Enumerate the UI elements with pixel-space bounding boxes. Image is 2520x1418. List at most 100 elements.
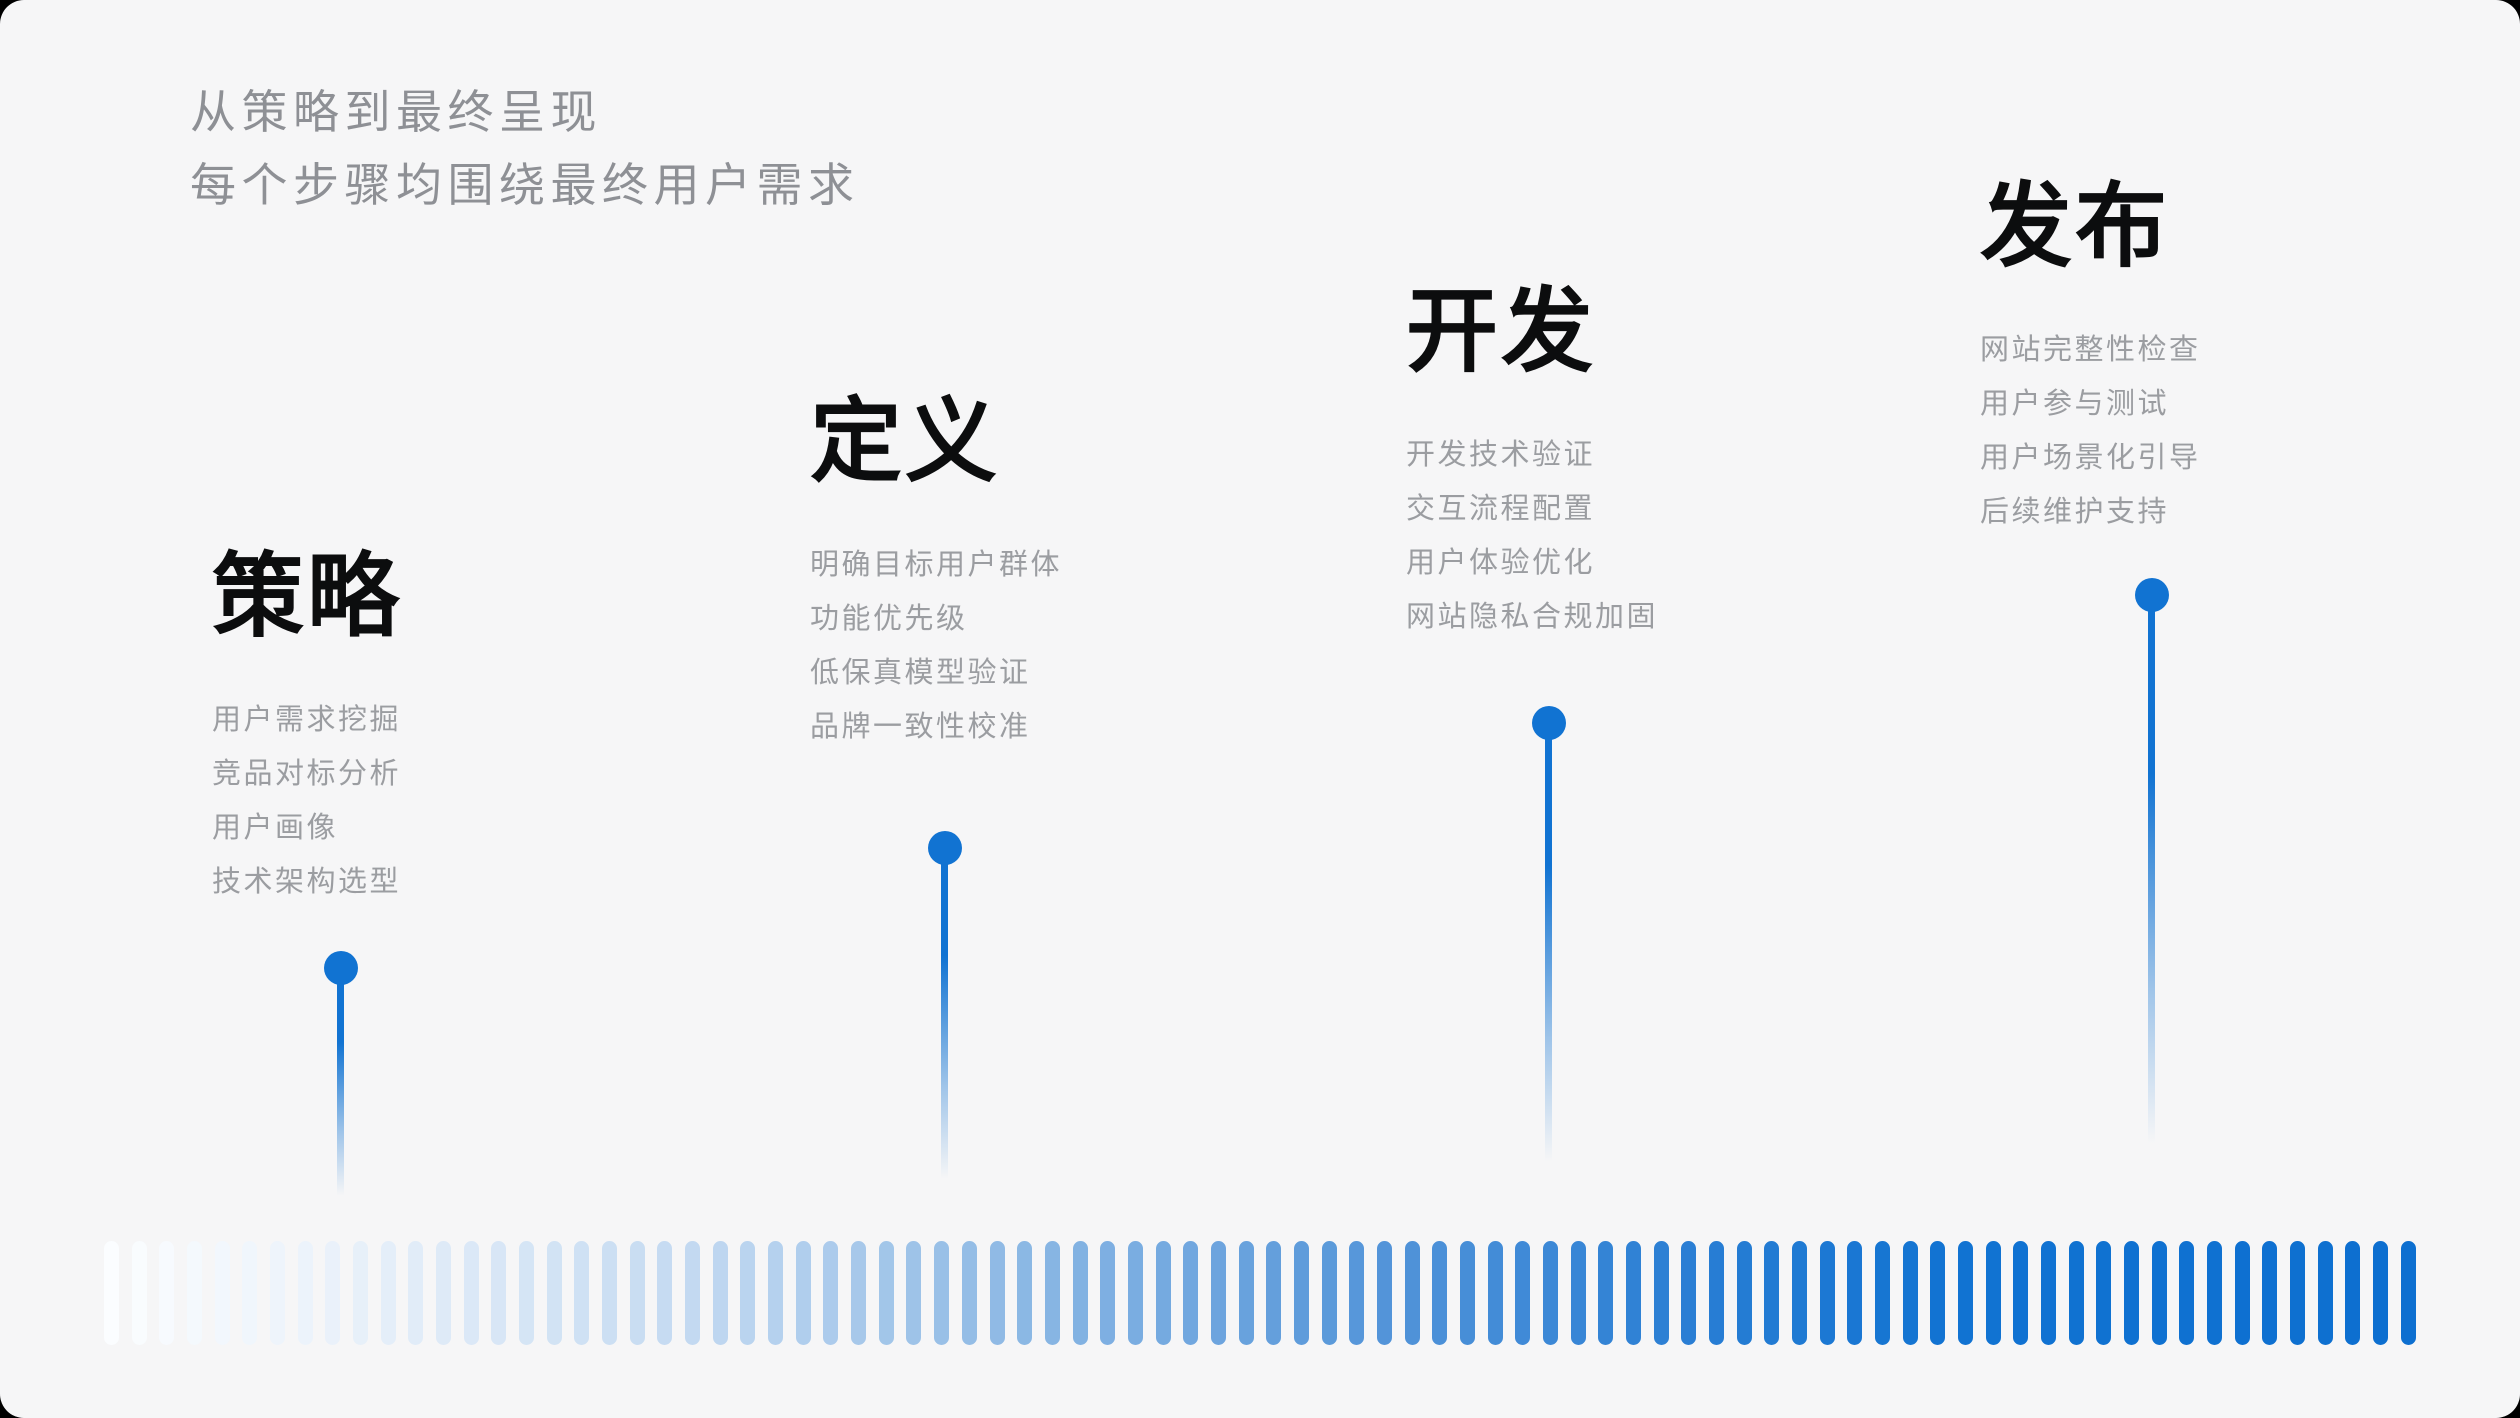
timeline-bar [1127,1241,1143,1345]
timeline-bar [1515,1241,1531,1345]
timeline-bar [2317,1241,2333,1345]
timeline-bar [1266,1241,1282,1345]
timeline-bar [463,1241,479,1345]
timeline-bar [989,1241,1005,1345]
timeline-bar [519,1241,535,1345]
timeline-bar [2234,1241,2250,1345]
timeline-bar [297,1241,313,1345]
timeline-bar [1349,1241,1365,1345]
stage-item: 品牌一致性校准 [810,711,1031,743]
timeline-bar [104,1241,119,1345]
timeline-bars [104,1241,2417,1345]
timeline-bar [242,1241,258,1345]
milestone-stem [941,848,948,1233]
timeline-bar [2151,1241,2167,1345]
timeline-bar [1100,1241,1116,1345]
stage-item: 用户场景化引导 [1980,442,2201,474]
milestone-dot-icon [1532,706,1566,740]
timeline-bar [491,1241,507,1345]
timeline-bar [2373,1241,2389,1345]
timeline-bar [1902,1241,1918,1345]
timeline-bar [2207,1241,2223,1345]
timeline-bar [1625,1241,1641,1345]
stage-item: 网站隐私合规加固 [1406,601,1659,633]
timeline-bar [1238,1241,1254,1345]
stage-item: 竞品对标分析 [212,758,402,790]
stage-item: 用户体验优化 [1406,547,1596,579]
timeline-bar [2068,1241,2084,1345]
milestone-stem [337,968,344,1233]
timeline-bar [2013,1241,2029,1345]
intro-line-2: 每个步骤均围绕最终用户需求 [190,159,860,211]
timeline-bar [1736,1241,1752,1345]
timeline-bar [685,1241,701,1345]
milestone-stem [2148,595,2155,1233]
timeline-bar [1570,1241,1586,1345]
milestone-dot-icon [324,951,358,985]
intro-block: 从策略到最终呈现 每个步骤均围绕最终用户需求 [190,76,860,222]
timeline-bar [712,1241,728,1345]
stage-item: 用户需求挖掘 [212,704,402,736]
timeline-bar [740,1241,756,1345]
timeline-bar [2345,1241,2361,1345]
timeline-bar [1791,1241,1807,1345]
stage-item: 交互流程配置 [1406,493,1596,525]
stage-item: 网站完整性检查 [1980,334,2201,366]
stage-item: 低保真模型验证 [810,657,1031,689]
timeline-bar [1653,1241,1669,1345]
timeline-bar [795,1241,811,1345]
timeline-bar [2400,1241,2416,1345]
timeline-bar [574,1241,590,1345]
timeline-bar [1930,1241,1946,1345]
timeline-bar [1875,1241,1890,1345]
stage-launch-title: 发布 [1980,176,2171,278]
timeline-bar [629,1241,645,1345]
timeline-bar [2124,1241,2140,1345]
timeline-bar [270,1241,286,1345]
timeline-bar [2179,1241,2195,1345]
timeline-bar [602,1241,618,1345]
timeline-bar [325,1241,341,1345]
timeline-bar [436,1241,452,1345]
stage-define-title: 定义 [810,391,1001,493]
timeline-bar [768,1241,784,1345]
stage-strategy-title: 策略 [212,546,403,648]
timeline-bar [1404,1241,1420,1345]
stage-launch-items: 网站完整性检查 用户参与测试 用户场景化引导 后续维护支持 [1980,323,2201,539]
timeline-bar [408,1241,424,1345]
stage-define: 定义 明确目标用户群体 功能优先级 低保真模型验证 品牌一致性校准 [810,396,1062,754]
timeline-bar [1487,1241,1503,1345]
stage-launch: 发布 网站完整性检查 用户参与测试 用户场景化引导 后续维护支持 [1980,181,2201,539]
timeline-bar [1708,1241,1724,1345]
stage-item: 功能优先级 [810,603,968,635]
stage-item: 开发技术验证 [1406,439,1596,471]
timeline-bar [906,1241,922,1345]
timeline-bar [131,1241,147,1345]
timeline-bar [1044,1241,1060,1345]
timeline-bar [2096,1241,2112,1345]
timeline-bar [1017,1241,1033,1345]
stage-item: 明确目标用户群体 [810,549,1063,581]
stage-item: 技术架构选型 [212,866,402,898]
timeline-bar [2041,1241,2057,1345]
timeline-bar [1985,1241,2001,1345]
timeline-bar [2262,1241,2278,1345]
timeline-bar [851,1241,867,1345]
timeline-bar [187,1241,203,1345]
milestone-dot-icon [2135,578,2169,612]
intro-line-1: 从策略到最终呈现 [190,86,602,138]
timeline-bar [1155,1241,1171,1345]
timeline-bar [1681,1241,1697,1345]
timeline-bar [353,1241,369,1345]
stage-develop-title: 开发 [1406,281,1597,383]
timeline-bar [934,1241,950,1345]
timeline-bar [878,1241,894,1345]
timeline-bar [1958,1241,1974,1345]
stage-develop: 开发 开发技术验证 交互流程配置 用户体验优化 网站隐私合规加固 [1406,286,1658,644]
timeline-bar [1210,1241,1226,1345]
timeline-bar [1819,1241,1835,1345]
timeline-bar [159,1241,175,1345]
timeline-bar [657,1241,673,1345]
timeline-bar [1321,1241,1337,1345]
